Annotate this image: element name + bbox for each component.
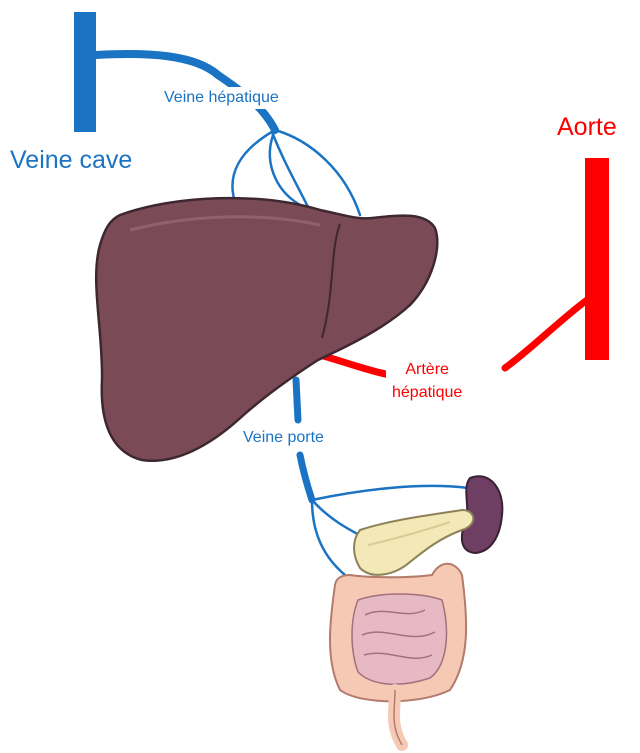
label-aorte: Aorte [557, 113, 617, 142]
aorta [585, 158, 609, 360]
label-artere-hepatique: Artère hépatique [386, 356, 468, 406]
label-artere-hepatique-line1: Artère [392, 358, 462, 381]
label-artere-hepatique-line2: hépatique [392, 381, 462, 404]
label-veine-hepatique: Veine hépatique [158, 87, 285, 109]
intestines-icon [330, 564, 466, 745]
label-veine-cave: Veine cave [10, 146, 132, 175]
label-veine-porte: Veine porte [237, 427, 330, 449]
liver-icon [96, 198, 437, 461]
vena-cava [74, 12, 218, 132]
